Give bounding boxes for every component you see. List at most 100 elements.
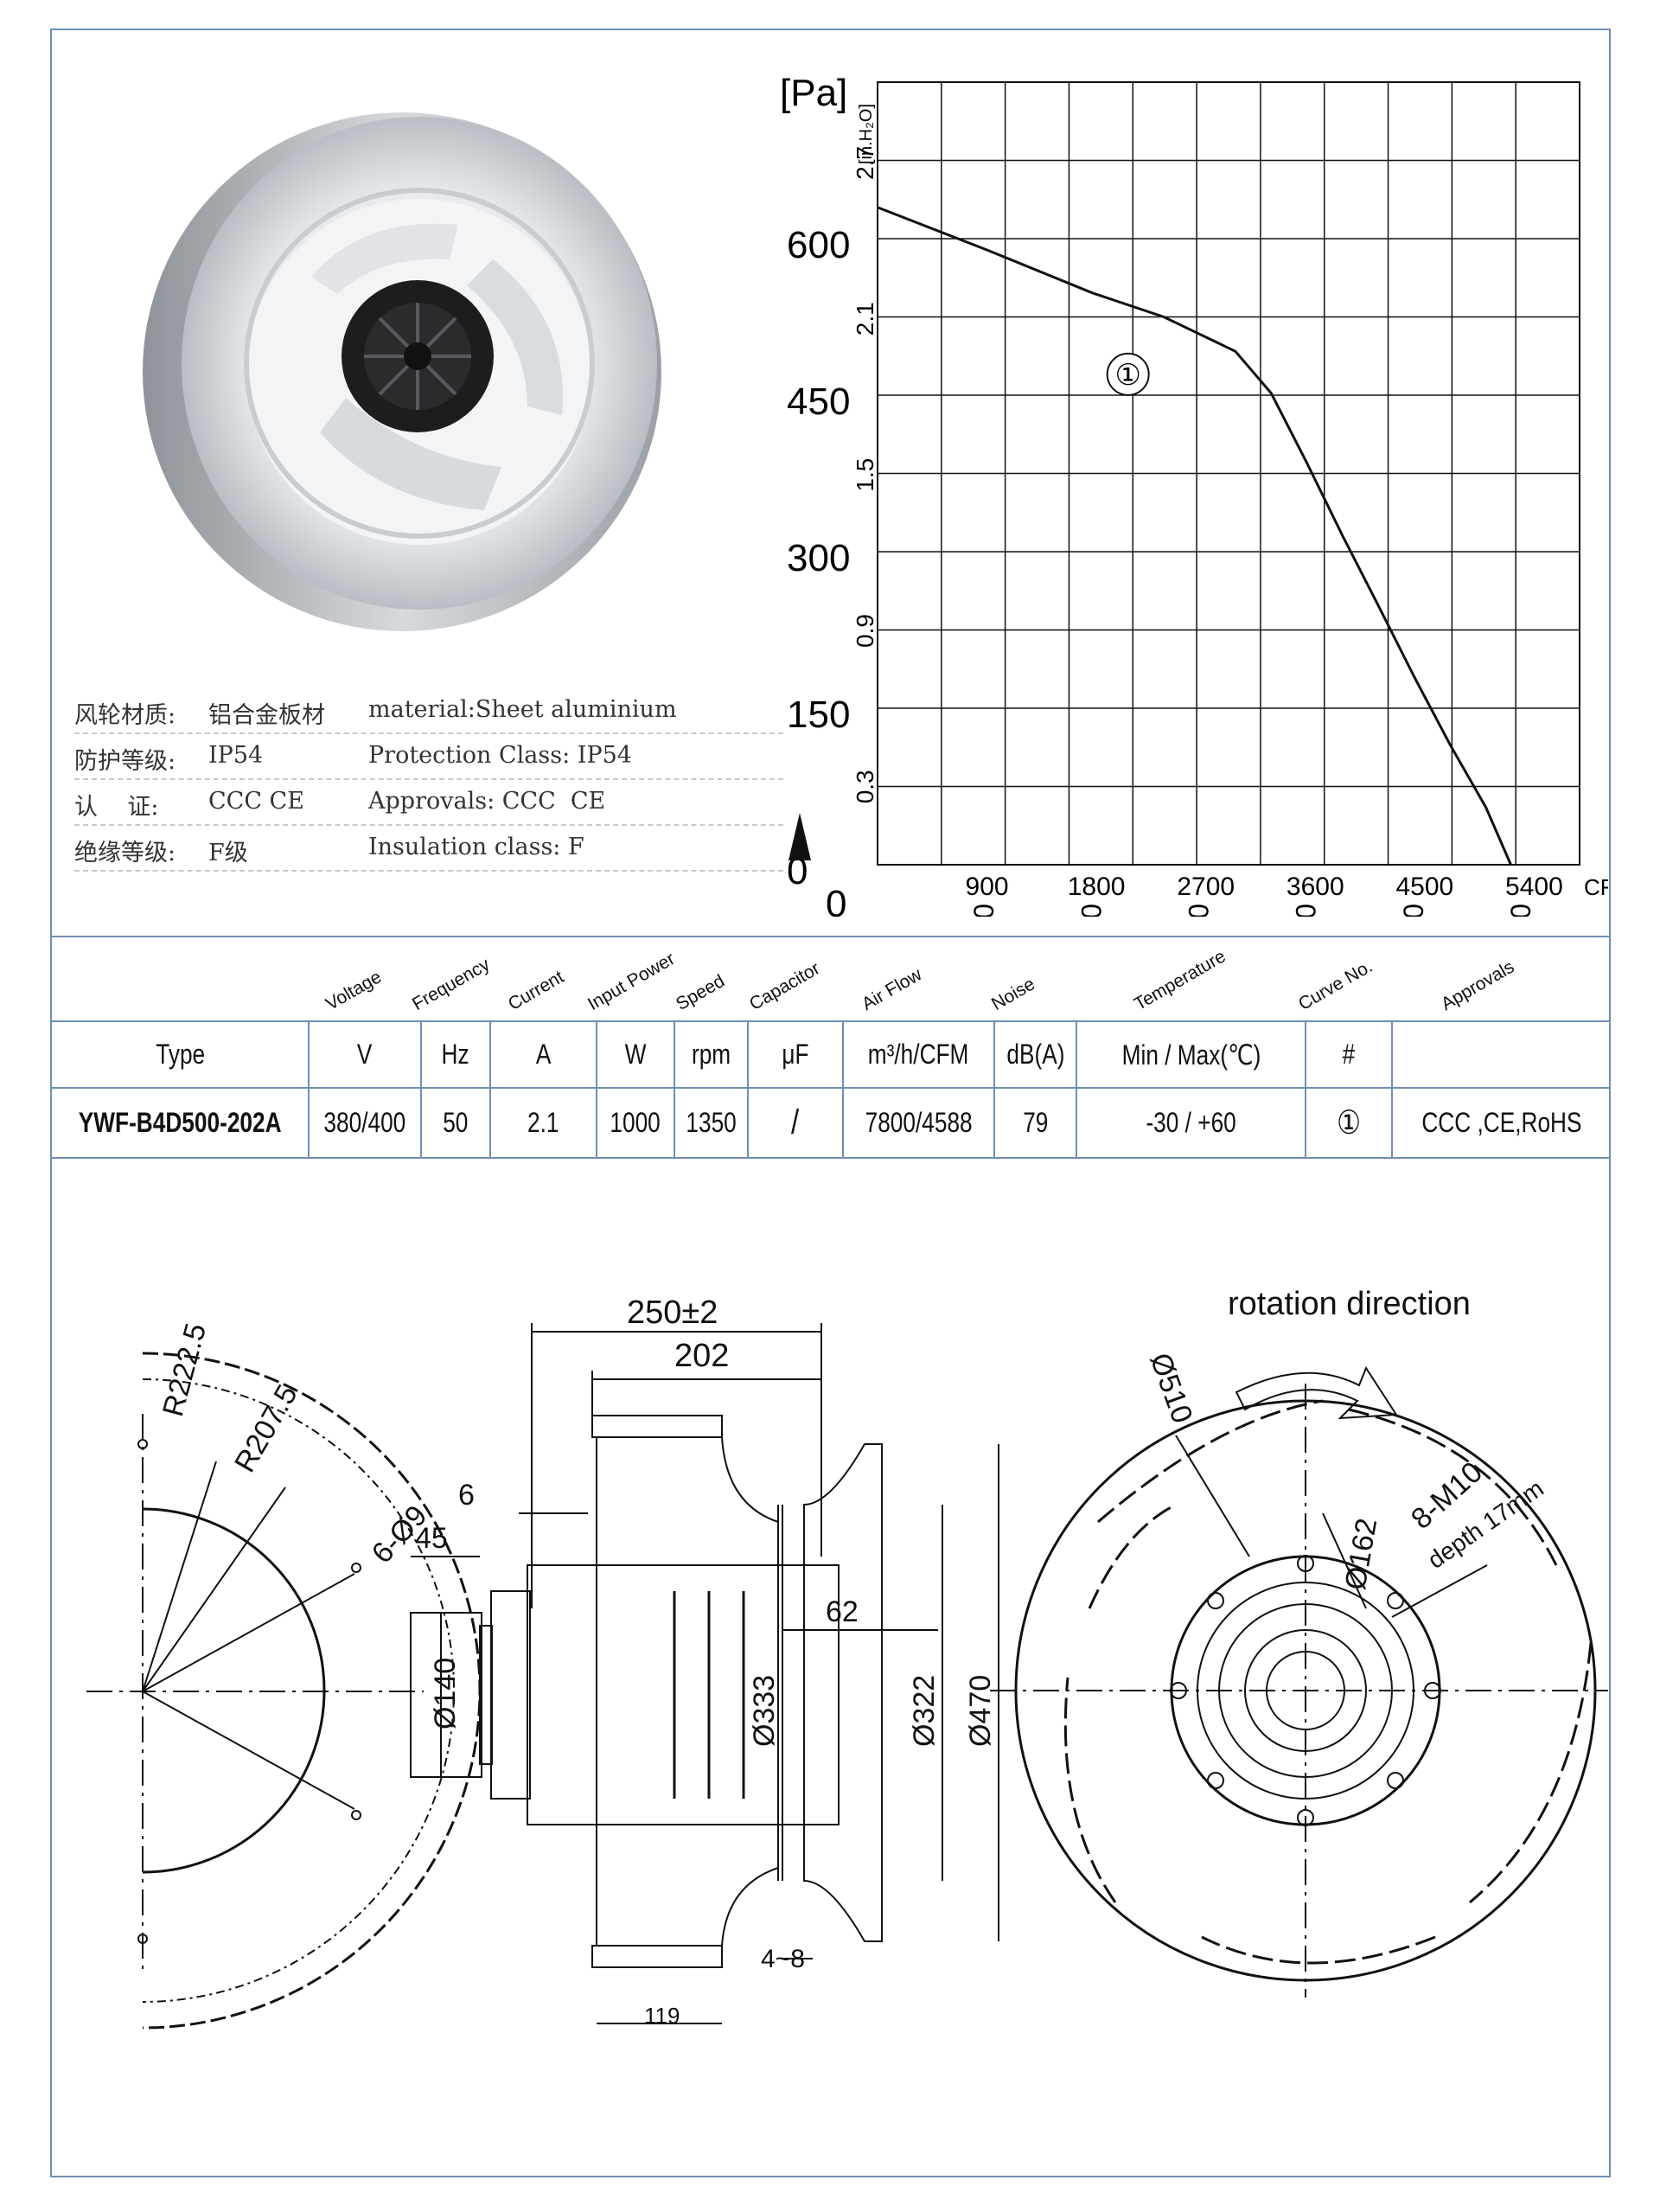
cell-voltage-text: 380/400	[323, 1107, 406, 1138]
spec-cn-value: CCC CE	[208, 788, 304, 815]
cell-noise-text: 79	[1022, 1107, 1049, 1138]
dim-thk6: 6	[458, 1479, 475, 1512]
table-header-rule	[50, 1020, 1611, 1022]
spec-cn-label: 认 证:	[74, 794, 159, 821]
dim-r207: R207.5	[228, 1379, 304, 1478]
dimension-lines	[411, 1323, 1488, 2024]
cell-airflow: 7800/4588	[843, 1089, 994, 1157]
cell-temperature: -30 / +60	[1076, 1089, 1306, 1157]
cell-curve-no-text: ①	[1337, 1105, 1361, 1141]
unit-type-text: Type	[156, 1039, 205, 1070]
cell-frequency-text: 50	[443, 1107, 469, 1138]
dim-d140: Ø140	[429, 1658, 462, 1729]
unit-w-text: W	[624, 1039, 647, 1070]
x-unit-cfm: CFM	[1584, 874, 1608, 900]
table-unit-rule	[50, 1087, 1611, 1089]
cfm-tick-label: 2700	[1177, 873, 1235, 901]
dim-r222: R222.5	[156, 1320, 213, 1420]
dim-len202: 202	[674, 1338, 729, 1374]
unit-hz: Hz	[421, 1022, 490, 1087]
performance-chart: 60045030015002.72.11.50.90.3[Pa][in.H₂O]…	[780, 72, 1608, 917]
dim-d510: Ø510	[1143, 1349, 1198, 1428]
inh2o-tick-label: 2.7	[852, 146, 878, 180]
dim-gap: 4~8	[761, 1945, 805, 1973]
y-unit-inh2o: [in.H₂O]	[857, 104, 876, 164]
unit-a-text: A	[535, 1039, 552, 1070]
cell-capacitor-text: /	[791, 1103, 800, 1141]
spec-en: Insulation class: F	[368, 834, 584, 860]
inh2o-tick-label: 1.5	[852, 458, 878, 492]
pa-tick-label: 450	[787, 380, 850, 423]
m3h-tick-label: 3000	[1076, 904, 1107, 917]
spec-en: material:Sheet aluminium	[368, 696, 677, 723]
unit-hz-text: Hz	[441, 1039, 470, 1070]
cell-curve-no: ①	[1306, 1089, 1392, 1157]
unit-curve: #	[1306, 1022, 1392, 1087]
curve-label: ①	[1114, 359, 1140, 392]
front-view	[990, 1365, 1608, 1998]
table-bottom-rule	[50, 1157, 1611, 1159]
spec-cn-value: F级	[208, 840, 248, 866]
spec-row: 绝缘等级: F级 Insulation class: F	[74, 825, 783, 872]
unit-temperature-text: Min / Max(℃)	[1121, 1039, 1261, 1071]
flange-view	[86, 1352, 482, 2030]
dim-d470: Ø470	[964, 1675, 997, 1747]
m3h-tick-label: 9000	[1505, 904, 1536, 917]
cfm-tick-label: 5400	[1505, 873, 1563, 901]
cell-noise: 79	[994, 1089, 1076, 1157]
fan-photo	[143, 112, 661, 631]
spec-cn-label: 风轮材质:	[74, 702, 176, 729]
spec-cn-value: 铝合金板材	[208, 702, 325, 729]
pa-tick-label: 300	[787, 537, 850, 579]
inh2o-tick-label: 2.1	[852, 302, 878, 336]
unit-v: V	[309, 1022, 421, 1087]
cell-current: 2.1	[490, 1089, 597, 1157]
m3h-tick-label: 4500	[1183, 904, 1214, 917]
cell-voltage: 380/400	[309, 1089, 421, 1157]
origin-label: 0	[826, 883, 846, 917]
spec-row: 防护等级: IP54 Protection Class: IP54	[74, 733, 783, 780]
spec-en: Protection Class: IP54	[368, 742, 632, 769]
dim-len119: 119	[644, 2003, 680, 2029]
cell-capacitor: /	[748, 1089, 843, 1157]
unit-type: Type	[52, 1022, 309, 1087]
rotation-label: rotation direction	[1228, 1286, 1471, 1322]
m3h-tick-label: 7500	[1398, 904, 1429, 917]
cfm-tick-label: 4500	[1395, 873, 1453, 901]
unit-curve-text: #	[1342, 1039, 1356, 1070]
inh2o-tick-label: 0.3	[852, 770, 878, 803]
unit-airflow-text: m³/h/CFM	[868, 1039, 969, 1070]
unit-noise-text: dB(A)	[1006, 1039, 1065, 1070]
m3h-tick-label: 6000	[1291, 904, 1322, 917]
unit-rpm-text: rpm	[691, 1039, 731, 1070]
unit-w: W	[597, 1022, 674, 1087]
cell-airflow-text: 7800/4588	[865, 1107, 973, 1138]
dim-d162: Ø162	[1338, 1516, 1383, 1593]
cell-approvals-text: CCC ,CE,RoHS	[1421, 1107, 1582, 1138]
side-view	[410, 1415, 883, 1968]
spec-cn-label: 绝缘等级:	[74, 840, 176, 866]
unit-noise: dB(A)	[994, 1022, 1076, 1087]
unit-temperature: Min / Max(℃)	[1076, 1022, 1306, 1087]
dim-d333: Ø333	[748, 1675, 781, 1747]
cell-type: YWF-B4D500-202A	[52, 1089, 309, 1157]
technical-drawing: R222.5 R207.5 6-Ø9 Ø140 6 45 250±2 202 6…	[86, 1286, 1608, 2030]
cfm-tick-label: 3600	[1286, 873, 1344, 901]
cell-power-text: 1000	[610, 1107, 661, 1138]
cell-type-text: YWF-B4D500-202A	[79, 1107, 282, 1138]
dim-len45: 45	[415, 1522, 448, 1555]
series-line-curve-1	[877, 206, 1512, 866]
y-axis-arrow-icon	[788, 813, 811, 860]
unit-rpm: rpm	[674, 1022, 748, 1087]
divider-top	[50, 936, 1611, 937]
dim-len62: 62	[826, 1595, 859, 1628]
cfm-tick-label: 1800	[1068, 873, 1126, 901]
spec-cn-label: 防护等级:	[74, 748, 176, 775]
cell-frequency: 50	[421, 1089, 490, 1157]
dim-d322: Ø322	[908, 1675, 941, 1747]
unit-airflow: m³/h/CFM	[843, 1022, 994, 1087]
spec-cn-value: IP54	[208, 742, 264, 769]
cell-speed-text: 1350	[686, 1107, 737, 1138]
pa-tick-label: 600	[787, 224, 850, 266]
